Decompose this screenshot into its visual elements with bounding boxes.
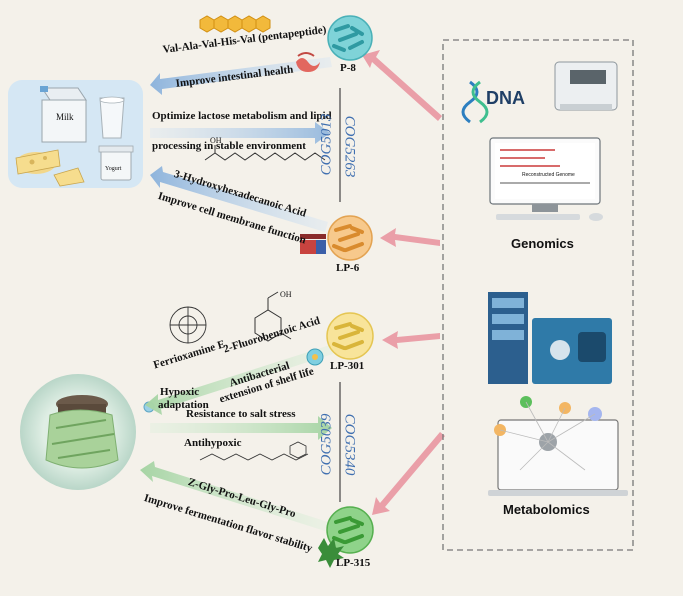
arrow-genomics-to-p8 bbox=[362, 50, 442, 121]
dna-helix-icon bbox=[461, 80, 489, 124]
salt-stress-label: Resistance to salt stress bbox=[186, 408, 296, 420]
reconstructed-genome-label: Reconstructed Genome bbox=[522, 172, 575, 178]
cog5263-label: COG5263 bbox=[341, 115, 358, 178]
strain-lp6-icon bbox=[327, 215, 373, 261]
yogurt-cup-label: Yogurt bbox=[105, 166, 122, 172]
strain-p8-icon bbox=[327, 15, 373, 61]
metabolomics-network-icon bbox=[488, 396, 628, 496]
arrow-cell-membrane bbox=[150, 166, 328, 232]
lp315-label: LP-315 bbox=[336, 557, 371, 569]
dna-label: DNA bbox=[486, 88, 525, 108]
mass-spectrometer-icon bbox=[488, 292, 612, 384]
cog5340-label: COG5340 bbox=[341, 413, 358, 476]
p8-label: P-8 bbox=[340, 62, 356, 74]
petri-dish-icon bbox=[306, 348, 324, 366]
genomics-label: Genomics bbox=[511, 236, 574, 251]
hexagon-chain-icon bbox=[199, 15, 271, 33]
strain-lp315-icon bbox=[326, 506, 374, 554]
ferrioxamine-structure-icon bbox=[169, 306, 207, 344]
hypoxic-label-line2: adaptation bbox=[158, 399, 209, 411]
antihypoxic-label: Antihypoxic bbox=[184, 437, 242, 449]
glass-of-milk-icon bbox=[99, 96, 125, 139]
lactose-label-line1: Optimize lactose metabolism and lipid bbox=[152, 110, 332, 122]
cog5013-label: COG5013 bbox=[318, 113, 335, 176]
oh-fluoro-label: OH bbox=[280, 290, 292, 299]
sequencer-icon bbox=[554, 61, 618, 111]
arrow-metabolomics-to-lp315 bbox=[372, 432, 445, 515]
green-leaf-icon bbox=[318, 538, 344, 568]
lactose-label-line2: processing in stable environment bbox=[152, 140, 306, 152]
oh-label: OH bbox=[210, 136, 222, 145]
arrow-hypoxic-adaptation bbox=[145, 345, 333, 415]
arrow-genomics-to-lp6 bbox=[380, 228, 440, 247]
cheese-icon bbox=[15, 149, 85, 187]
strain-lp301-icon bbox=[326, 312, 374, 360]
cog5039-label: COG5039 bbox=[318, 413, 335, 476]
omics-panel bbox=[442, 39, 634, 551]
hydroxy-acid-structure-icon bbox=[204, 145, 326, 161]
arrow-intestinal-health bbox=[150, 57, 332, 95]
arrow-salt-stress bbox=[150, 416, 332, 440]
fluorobenzoic-structure-icon bbox=[254, 291, 292, 342]
dairy-products-illustration bbox=[8, 80, 143, 188]
membrane-protein-icon bbox=[300, 234, 326, 254]
red-protein-icon bbox=[296, 52, 320, 72]
peptide-structure-icon bbox=[199, 441, 309, 461]
metabolomics-label: Metabolomics bbox=[503, 502, 590, 517]
arrow-metabolomics-to-lp301 bbox=[382, 331, 440, 349]
arrow-lactose-metabolism bbox=[150, 122, 330, 144]
arrow-flavor-stability bbox=[140, 461, 328, 531]
hypoxic-label-line1: Hypoxic bbox=[160, 386, 200, 398]
lp6-label: LP-6 bbox=[336, 262, 360, 274]
lp301-label: LP-301 bbox=[330, 360, 365, 372]
genome-computer-icon bbox=[489, 137, 603, 221]
fermented-vegetable-jar-illustration bbox=[20, 374, 155, 490]
milk-carton-icon bbox=[40, 86, 87, 143]
milk-carton-label: Milk bbox=[56, 112, 74, 122]
yogurt-cup-icon bbox=[98, 145, 134, 181]
